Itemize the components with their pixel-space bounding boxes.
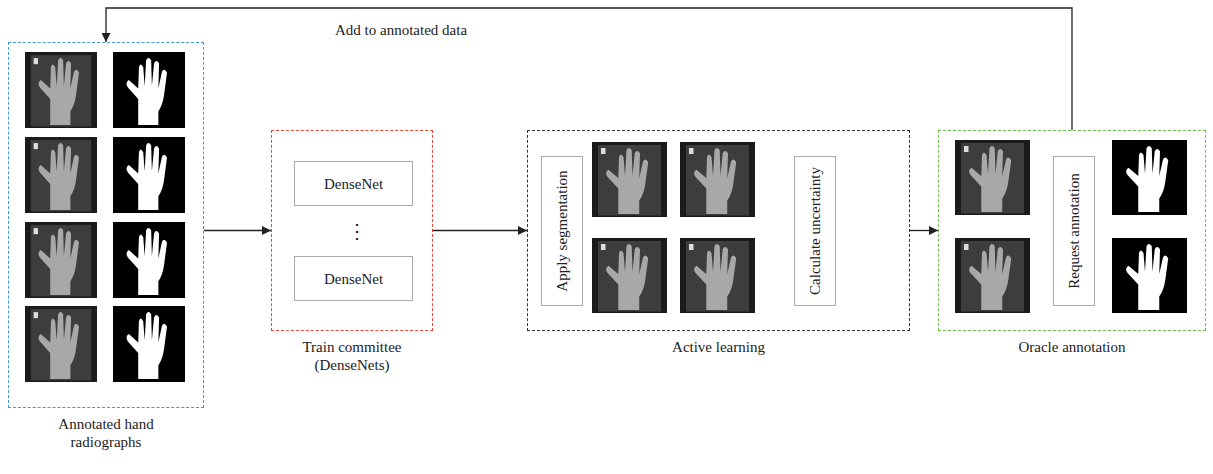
box-label: DenseNet [324, 270, 383, 288]
group-box: Active learningApply segmentationCalcula… [527, 130, 910, 331]
box-label: Apply segmentation [553, 161, 571, 301]
box-label: Request annotation [1065, 161, 1083, 301]
process-box: DenseNet [294, 161, 413, 206]
radiograph-images [25, 52, 1030, 382]
flow-arrow [106, 8, 1072, 130]
process-box: DenseNet [294, 256, 413, 301]
group-box: Oracle annotationRequest annotation [938, 130, 1206, 331]
group-label: Active learning [609, 338, 829, 356]
process-box: Apply segmentation [541, 156, 583, 306]
process-box: Request annotation [1053, 156, 1095, 306]
flow-arrow [204, 230, 271, 231]
box-label: Calculate uncertainty [806, 161, 824, 301]
ellipsis-mark: ⋮ [344, 222, 370, 240]
edge-label: Add to annotated data [332, 21, 470, 39]
flow-arrow [433, 230, 527, 231]
group-box: Annotated hand radiographs [8, 42, 204, 408]
flow-arrow [910, 230, 938, 231]
group-label: Train committee (DenseNets) [287, 338, 417, 374]
group-label: Annotated hand radiographs [41, 415, 171, 451]
process-box: Calculate uncertainty [794, 156, 836, 306]
group-label: Oracle annotation [962, 338, 1182, 356]
mask-images [113, 52, 1187, 382]
box-label: DenseNet [324, 175, 383, 193]
